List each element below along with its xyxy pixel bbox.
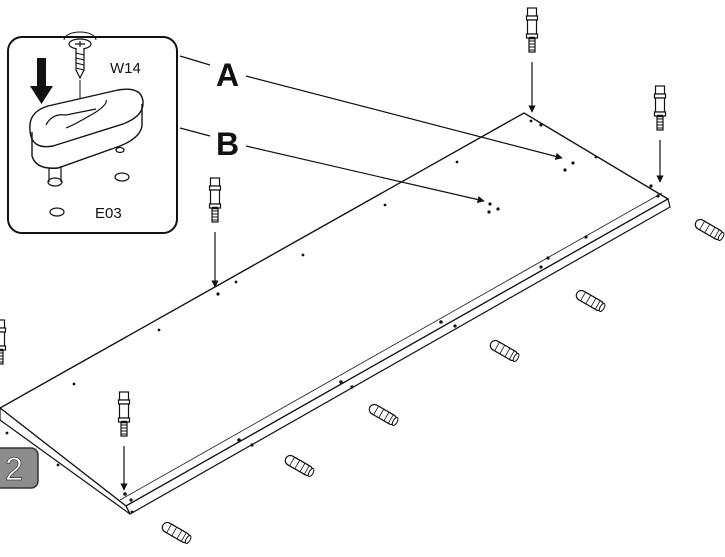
hole-icon — [49, 207, 65, 217]
cam-lock-icon — [29, 88, 144, 187]
callout-b: B — [179, 126, 485, 204]
screw-code-label: W14 — [110, 60, 141, 77]
dowel-icon — [159, 520, 193, 546]
dowel-icon — [282, 453, 316, 479]
step-number: 2 — [5, 451, 23, 487]
cam-bolt-icon — [117, 390, 131, 491]
detail-inset: W14 E03 — [7, 31, 178, 234]
cam-bolt-icon — [653, 84, 667, 183]
down-arrow-icon — [30, 58, 53, 104]
cam-bolt-icon — [525, 6, 539, 113]
hole-icon — [114, 172, 130, 182]
callout-a-label: A — [216, 57, 239, 93]
board-panel — [0, 112, 671, 515]
callout-a: A — [179, 55, 563, 160]
dowel-icon — [573, 288, 607, 314]
callout-b-label: B — [216, 126, 239, 162]
dowel-icon — [487, 338, 521, 364]
cam-bolt-icon — [208, 176, 222, 288]
dowel-icon — [692, 217, 725, 243]
board-holes — [5, 119, 660, 514]
step-badge: 2 — [0, 447, 39, 489]
cam-bolt-icon — [0, 318, 7, 366]
cam-code-label: E03 — [95, 205, 122, 222]
dowel-icon — [366, 402, 400, 428]
